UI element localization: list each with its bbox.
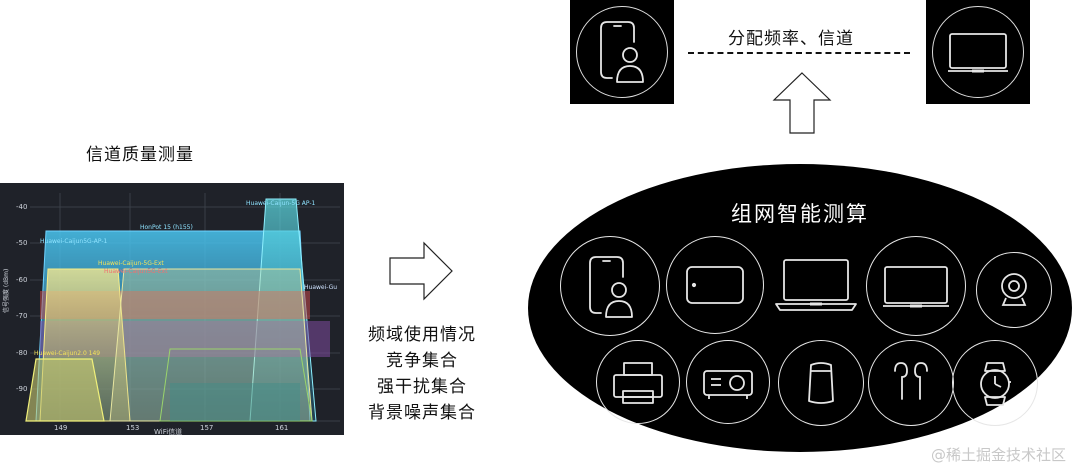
signal-band-teal bbox=[170, 383, 300, 421]
top-phone-circle bbox=[576, 6, 668, 98]
strong-interference-set-label: 强干扰集合 bbox=[377, 377, 467, 397]
x-tick: 161 bbox=[275, 424, 288, 432]
top-tv-circle bbox=[932, 6, 1024, 98]
ellipse-title: 组网智能测算 bbox=[731, 202, 869, 226]
x-axis-label: WiFi信道 bbox=[154, 427, 182, 435]
tablet-circle bbox=[666, 236, 764, 334]
assign-frequency-label: 分配频率、信道 bbox=[728, 29, 854, 49]
phone-person-icon bbox=[600, 21, 644, 83]
y-tick: -60 bbox=[16, 276, 27, 284]
contention-set-label: 竞争集合 bbox=[386, 351, 458, 371]
network-label: Huawei-Caijun2.0 149 bbox=[34, 350, 100, 357]
webcam-circle bbox=[976, 252, 1052, 328]
x-tick: 157 bbox=[200, 424, 213, 432]
y-tick: -50 bbox=[16, 239, 27, 247]
tv-circle bbox=[866, 236, 966, 336]
webcam-icon bbox=[1001, 273, 1027, 306]
network-label: Huawei-Caijun5G-AP-1 bbox=[40, 238, 107, 245]
tv-icon bbox=[883, 266, 949, 308]
spectrum-chart-svg: -40 -50 -60 -70 -80 -90 信号强度 (dBm) 149 1… bbox=[2, 193, 340, 435]
network-label: Huawei-Caijun-5G-Ext bbox=[98, 260, 164, 267]
projector-circle bbox=[686, 340, 770, 424]
smartwatch-icon bbox=[980, 362, 1011, 406]
network-label: Huawei-Caijun5G-Ext bbox=[104, 268, 168, 275]
network-label: HonPot 15 (h155) bbox=[140, 224, 193, 231]
signal-area-low-left bbox=[25, 358, 105, 422]
tablet-icon bbox=[686, 266, 744, 304]
network-label: Huawei-Caijun-5G AP-1 bbox=[246, 200, 316, 207]
y-tick: -70 bbox=[16, 312, 27, 320]
earbuds-circle bbox=[868, 340, 954, 426]
smart-speaker-icon bbox=[808, 362, 834, 404]
laptop-icon bbox=[775, 259, 857, 311]
network-label: Huawei-Gu bbox=[304, 284, 337, 291]
network-labels: Huawei-Caijun-5G AP-1 HonPot 15 (h155) H… bbox=[34, 200, 337, 357]
watermark: @稀土掘金技术社区 bbox=[930, 446, 1066, 464]
top-tv-box bbox=[926, 0, 1030, 104]
measurement-sets: 频域使用情况 竞争集合 强干扰集合 背景噪声集合 bbox=[352, 322, 492, 426]
printer-circle bbox=[596, 340, 680, 424]
x-axis-ticks: 149 153 157 161 bbox=[54, 424, 288, 432]
y-tick: -40 bbox=[16, 203, 27, 211]
tv-icon bbox=[948, 33, 1008, 73]
freq-usage-label: 频域使用情况 bbox=[368, 325, 476, 345]
phone-person-circle bbox=[560, 236, 660, 336]
y-tick: -90 bbox=[16, 385, 27, 393]
smartwatch-circle bbox=[952, 340, 1038, 426]
y-axis-ticks: -40 -50 -60 -70 -80 -90 bbox=[16, 203, 27, 393]
laptop-item bbox=[770, 236, 862, 328]
background-noise-set-label: 背景噪声集合 bbox=[368, 403, 476, 423]
right-arrow-icon bbox=[389, 241, 453, 301]
y-axis-label: 信号强度 (dBm) bbox=[2, 269, 10, 313]
signal-area-green bbox=[159, 348, 313, 422]
spectrum-chart: -40 -50 -60 -70 -80 -90 信号强度 (dBm) 149 1… bbox=[0, 183, 344, 435]
projector-icon bbox=[703, 370, 753, 399]
up-arrow-icon bbox=[772, 72, 832, 134]
printer-icon bbox=[613, 362, 663, 404]
y-tick: -80 bbox=[16, 349, 27, 357]
channel-quality-title: 信道质量测量 bbox=[86, 145, 194, 165]
phone-person-icon bbox=[589, 256, 633, 318]
x-tick: 153 bbox=[126, 424, 139, 432]
x-tick: 149 bbox=[54, 424, 67, 432]
top-phone-box bbox=[570, 0, 674, 104]
smart-speaker-circle bbox=[778, 340, 864, 426]
earbuds-icon bbox=[894, 362, 928, 400]
assignment-dashed-line bbox=[688, 52, 910, 54]
